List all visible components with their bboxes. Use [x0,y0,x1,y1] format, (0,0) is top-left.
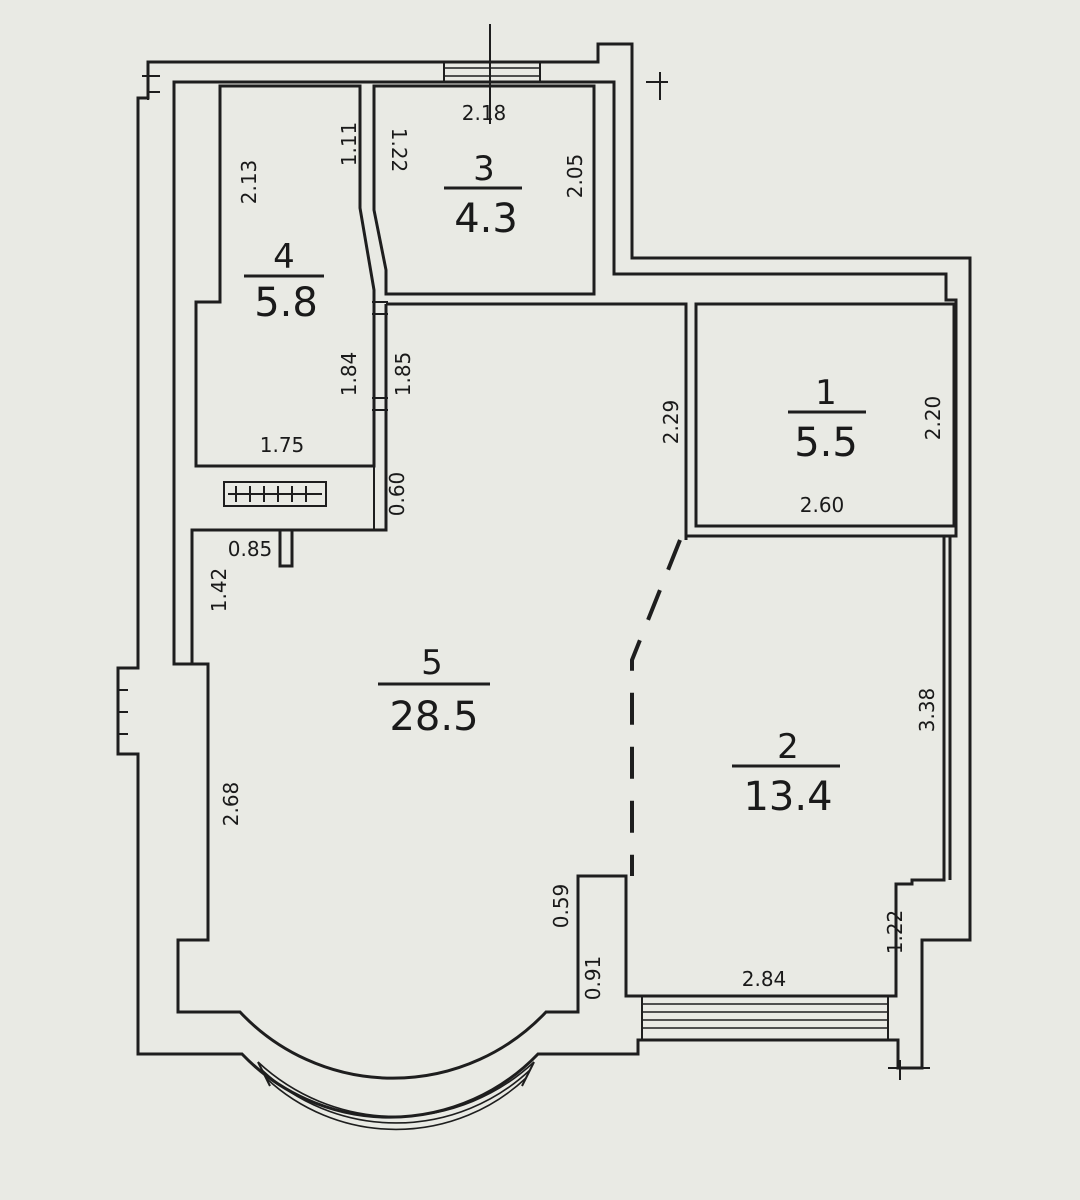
dim-room4-bottom: 1.75 [260,433,305,457]
room-2-number: 2 [777,727,799,767]
room-5-label: 5 28.5 [378,643,490,740]
dim-room4-upper-left: 2.13 [237,160,261,205]
room-5-area: 28.5 [389,694,478,740]
radiator-icon [223,481,327,507]
dim-room3-top: 2.18 [462,101,507,125]
dim-niche-wall: 0.60 [385,472,409,517]
room-2-walls [684,526,952,880]
dim-room3-door-wall: 1.22 [387,128,411,173]
top-window [443,24,541,124]
open-plan-divider [630,539,682,876]
dimension-labels: 2.18 1.22 2.05 2.13 1.11 1.84 1.75 1.85 … [207,101,945,1000]
room-1-label: 1 5.5 [788,373,866,466]
bottom-window [641,996,889,1040]
column [578,874,628,996]
dim-hall-wall: 1.85 [391,352,415,397]
room-1-area: 5.5 [794,420,858,466]
hall-partitions [190,301,688,664]
dim-room3-right: 2.05 [563,154,587,199]
room-2-label: 2 13.4 [732,727,840,820]
dim-room1-left: 2.29 [659,400,683,445]
room-4-number: 4 [273,237,295,277]
dim-room1-right: 2.20 [921,396,945,441]
room-3-walls [372,84,596,296]
room-2-area: 13.4 [743,774,832,820]
dim-room2-bottom: 2.84 [742,967,787,991]
dim-room2-right: 3.38 [915,688,939,733]
dim-room5-left: 2.68 [219,782,243,827]
dim-room1-bottom: 2.60 [800,493,845,517]
room-1-number: 1 [815,373,837,413]
room-5-number: 5 [421,643,443,683]
dim-column-upper: 0.59 [549,884,573,929]
room-4-area: 5.8 [254,280,318,326]
dim-niche-height: 1.42 [207,568,231,613]
room-3-area: 4.3 [454,196,518,242]
dim-room4-lower-right: 1.84 [337,352,361,397]
dim-room4-upper-right: 1.11 [337,122,361,167]
room-1-walls [694,302,956,528]
dim-room2-corner: 1.22 [883,910,907,955]
dim-column-lower: 0.91 [581,956,605,1001]
bay-window [257,1061,535,1131]
room-3-label: 3 4.3 [444,149,522,242]
room-4-label: 4 5.8 [244,237,324,326]
room-3-number: 3 [473,149,495,189]
dim-niche-width: 0.85 [228,537,273,561]
